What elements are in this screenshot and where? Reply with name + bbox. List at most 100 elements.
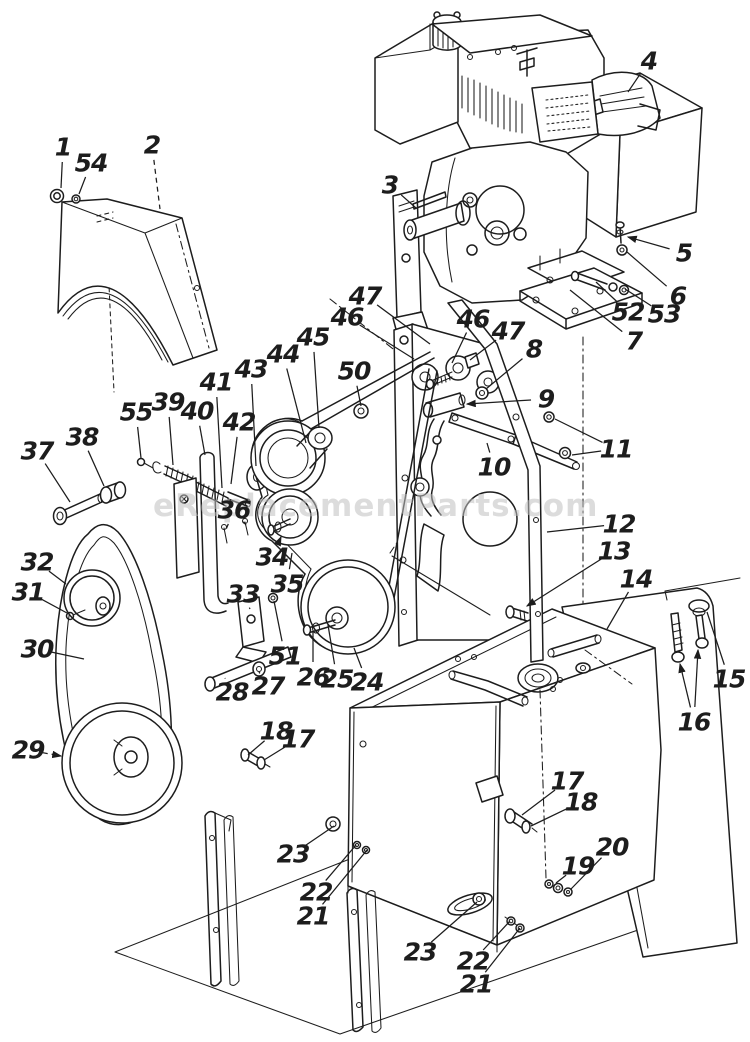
leader-51: [273, 600, 283, 642]
leader-16: [678, 662, 692, 708]
hex-bolts-15-16: [670, 599, 710, 663]
engine-mount-plate: [519, 267, 643, 330]
leader-13: [525, 558, 602, 607]
leader-21: [484, 927, 521, 973]
leader-42: [230, 436, 238, 485]
support-leg-12: [447, 299, 544, 663]
belt-drive: [55, 351, 438, 826]
callout-42: 42: [222, 408, 256, 437]
callout-5: 5: [676, 239, 693, 268]
hex-bolt-13: [505, 605, 529, 622]
throttle-linkage: [516, 47, 538, 77]
callout-22: 22: [457, 947, 490, 976]
callout-34: 34: [256, 543, 289, 572]
callout-15: 15: [713, 665, 746, 694]
leader-27: [258, 671, 261, 674]
frame-plate-hole: [462, 491, 518, 547]
leader-54: [78, 176, 87, 195]
double-pulley-44-45: [250, 420, 333, 496]
callout-55: 55: [120, 398, 153, 427]
auger-shaft-opening: [517, 663, 564, 693]
leader-35: [288, 552, 293, 570]
callout-54: 54: [75, 149, 108, 178]
flange-nuts-11: [543, 411, 572, 460]
callout-28: 28: [216, 678, 249, 707]
leader-30: [51, 651, 85, 660]
shaft-key: [412, 191, 447, 210]
leader-50: [356, 385, 362, 407]
flywheel-fins: [461, 75, 523, 134]
callout-24: 24: [351, 668, 384, 697]
callout-40: 40: [180, 397, 214, 426]
callout-9: 9: [538, 385, 555, 414]
leader-47: [376, 304, 431, 345]
idler-pulley-34-35: [261, 488, 319, 546]
clutch-rod-28: [204, 646, 292, 692]
callout-27: 27: [252, 672, 286, 701]
belt-cover: [49, 188, 218, 366]
drive-pulley-29: [61, 702, 183, 824]
callout-37: 37: [21, 437, 55, 466]
engine-assembly: [374, 11, 703, 338]
mount-bolt-5-6: [615, 221, 628, 256]
slide-rail-right: [346, 887, 382, 1033]
leader-3: [400, 194, 417, 209]
leader-31: [40, 598, 68, 614]
leader-9: [465, 399, 532, 408]
callout-25: 25: [321, 665, 354, 694]
fasteners-21-22-left: [352, 840, 371, 855]
slide-rail-left: [204, 810, 240, 987]
callout-50: 50: [338, 357, 371, 386]
front-panel-oval-hole: [447, 892, 493, 916]
leader-22: [325, 844, 357, 881]
callout-17: 17: [551, 767, 585, 796]
washer-27: [252, 661, 266, 677]
callout-46: 46: [456, 305, 490, 334]
leader-1: [60, 161, 63, 189]
leader-20: [570, 857, 602, 890]
leader-22: [482, 920, 511, 951]
callout-41: 41: [199, 368, 233, 397]
leader-33: [248, 607, 251, 610]
callout-39: 39: [152, 388, 185, 417]
leader-43: [251, 383, 257, 467]
leader-55: [136, 426, 142, 459]
set-screw-55: [136, 457, 154, 469]
leader-23: [430, 901, 478, 943]
spring-39: [152, 461, 197, 489]
leader-36: [224, 523, 229, 533]
callout-10: 10: [478, 453, 511, 482]
callout-4: 4: [640, 47, 657, 76]
leader-12: [546, 525, 605, 533]
callout-17: 17: [282, 725, 316, 754]
cover-hole: [193, 284, 201, 292]
leader-46: [451, 332, 468, 364]
callout-22: 22: [300, 878, 333, 907]
leader-16: [693, 648, 702, 708]
callout-26: 26: [297, 663, 330, 692]
leader-23: [305, 825, 335, 847]
leader-11: [554, 418, 603, 443]
callout-18: 18: [565, 788, 598, 817]
leader-6: [626, 251, 668, 287]
leader-34: [273, 535, 282, 547]
callout-30: 30: [21, 635, 54, 664]
leader-38: [87, 450, 105, 487]
leader-29: [42, 750, 63, 759]
leader-11: [571, 450, 602, 456]
callout-35: 35: [271, 570, 304, 599]
leader-7: [569, 289, 623, 333]
bolt-31: [65, 611, 75, 621]
callout-29: 29: [12, 736, 45, 765]
leader-53: [624, 288, 652, 307]
leader-45: [313, 351, 320, 429]
callout-18: 18: [260, 717, 293, 746]
tension-pulley-24: [300, 559, 396, 655]
frame-bracket: [416, 523, 445, 592]
carriage-bolt-17-18-left: [240, 748, 271, 770]
leader-5: [626, 235, 670, 250]
worm-spring-41-42: [193, 481, 252, 508]
